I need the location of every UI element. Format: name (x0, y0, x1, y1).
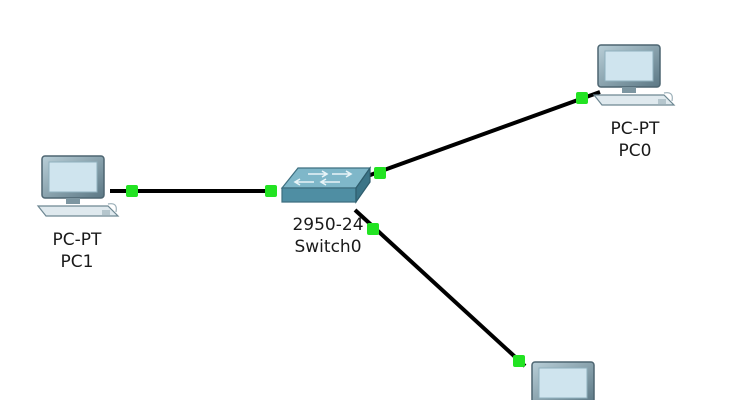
device-switch0[interactable] (278, 164, 376, 218)
device-pc0[interactable] (588, 43, 678, 117)
port-light-pc2 (513, 355, 525, 367)
device-model: PC-PT (52, 230, 102, 250)
pc-icon (592, 44, 676, 106)
device-label-pc1: PC-PT PC1 (38, 229, 116, 273)
device-name: PC1 (60, 252, 94, 272)
device-label-switch0: 2950-24 Switch0 (276, 214, 380, 258)
link-switch0-pc0[interactable] (361, 90, 601, 180)
port-light-pc0 (576, 92, 588, 104)
port-light-pc1 (126, 185, 138, 197)
port-light-switch0-south (367, 223, 379, 235)
device-pc2[interactable] (522, 360, 612, 400)
pc-icon (36, 155, 120, 217)
device-label-pc0: PC-PT PC0 (594, 118, 676, 162)
device-name: PC0 (618, 141, 652, 161)
device-model: 2950-24 (292, 215, 364, 235)
port-light-switch0-west (265, 185, 277, 197)
link-switch0-pc2[interactable] (353, 208, 527, 368)
switch-icon (280, 166, 372, 204)
device-model: PC-PT (610, 119, 660, 139)
device-pc1[interactable] (32, 154, 122, 228)
pc-icon (531, 361, 595, 400)
device-name: Switch0 (294, 237, 362, 257)
port-light-switch0-east (374, 167, 386, 179)
